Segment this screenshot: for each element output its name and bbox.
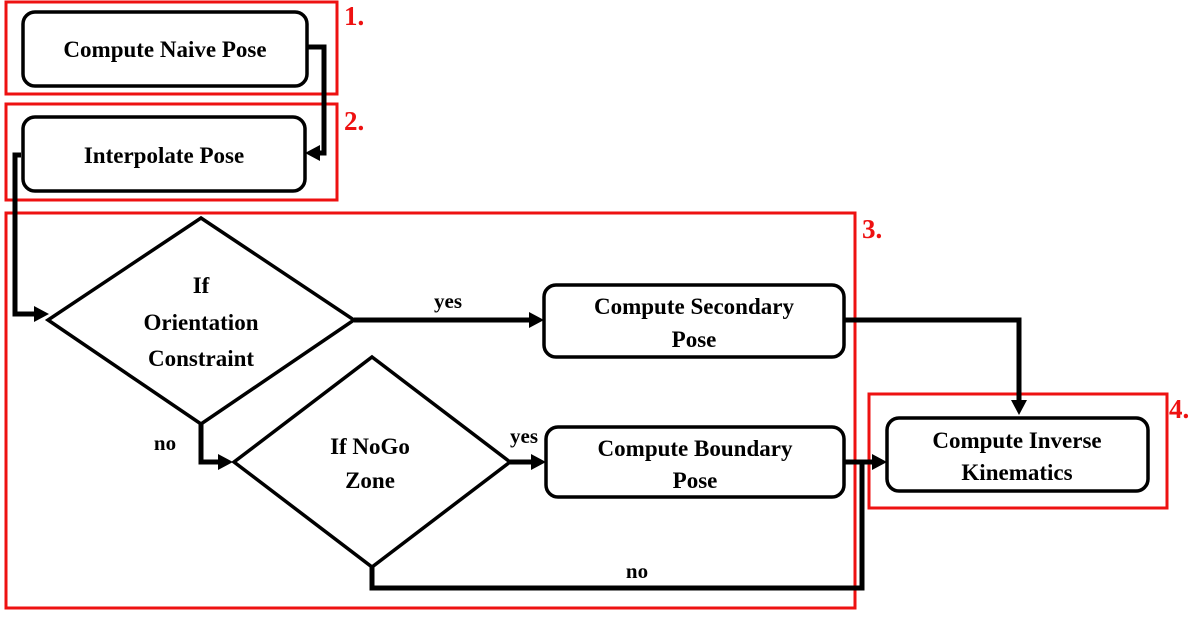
edge-interpolate-to-orientation xyxy=(12,152,36,317)
decision-orientation-line-3: Constraint xyxy=(148,346,254,371)
node-compute-naive-pose: Compute Naive Pose xyxy=(21,10,309,88)
edge-label-nogo-yes: yes xyxy=(510,424,538,448)
node-compute-boundary-pose: Compute Boundary Pose xyxy=(544,425,846,499)
node-compute-inverse-kinematics: Compute Inverse Kinematics xyxy=(885,416,1150,493)
arrowhead-interpolate xyxy=(305,145,320,161)
region-2: 2. xyxy=(4,102,364,202)
region-2-outline xyxy=(4,102,339,202)
edge-label-nogo-no: no xyxy=(626,559,648,583)
node-compute-secondary-pose-line-2: Pose xyxy=(672,327,717,352)
region-1-outline xyxy=(4,0,339,96)
region-1: 1. xyxy=(4,0,364,96)
region-3-outline xyxy=(4,211,857,610)
decision-nogo-zone: If NoGo Zone xyxy=(231,354,513,570)
node-compute-secondary-pose: Compute Secondary Pose xyxy=(542,283,846,359)
node-compute-secondary-pose-line-1: Compute Secondary xyxy=(594,294,794,319)
edge-secondary-to-ik xyxy=(844,317,1022,402)
node-interpolate-pose: Interpolate Pose xyxy=(21,115,307,193)
arrowhead-secondary xyxy=(529,312,544,328)
edge-orientation-no xyxy=(198,424,220,465)
decision-nogo-line-1: If NoGo xyxy=(330,434,410,459)
node-compute-boundary-pose-line-2: Pose xyxy=(673,468,718,493)
decision-orientation-constraint: If Orientation Constraint xyxy=(44,215,358,427)
node-compute-inverse-kinematics-line-2: Kinematics xyxy=(961,460,1072,485)
arrowhead-boundary xyxy=(531,454,546,470)
region-3-label: 3. xyxy=(862,214,882,244)
region-2-label: 2. xyxy=(344,106,364,136)
arrowhead-ik-top xyxy=(1011,400,1027,415)
arrowhead-ik-left xyxy=(872,454,887,470)
arrowhead-orientation xyxy=(34,306,49,322)
edge-label-orientation-no: no xyxy=(154,431,176,455)
node-compute-boundary-pose-line-1: Compute Boundary xyxy=(598,436,793,461)
region-4-label: 4. xyxy=(1169,394,1189,424)
connectors xyxy=(12,44,1027,591)
region-1-label: 1. xyxy=(344,1,364,31)
edge-nogo-no xyxy=(369,462,865,591)
edge-label-orientation-yes: yes xyxy=(434,289,462,313)
node-compute-naive-pose-text: Compute Naive Pose xyxy=(63,37,266,62)
decision-nogo-line-2: Zone xyxy=(345,468,395,493)
decision-orientation-line-1: If xyxy=(193,273,210,298)
edge-naive-to-interpolate xyxy=(307,44,327,156)
node-interpolate-pose-text: Interpolate Pose xyxy=(84,143,244,168)
node-compute-inverse-kinematics-line-1: Compute Inverse xyxy=(932,428,1101,453)
region-3: 3. xyxy=(4,211,882,610)
decision-orientation-line-2: Orientation xyxy=(144,310,259,335)
arrowhead-nogo xyxy=(218,454,233,470)
